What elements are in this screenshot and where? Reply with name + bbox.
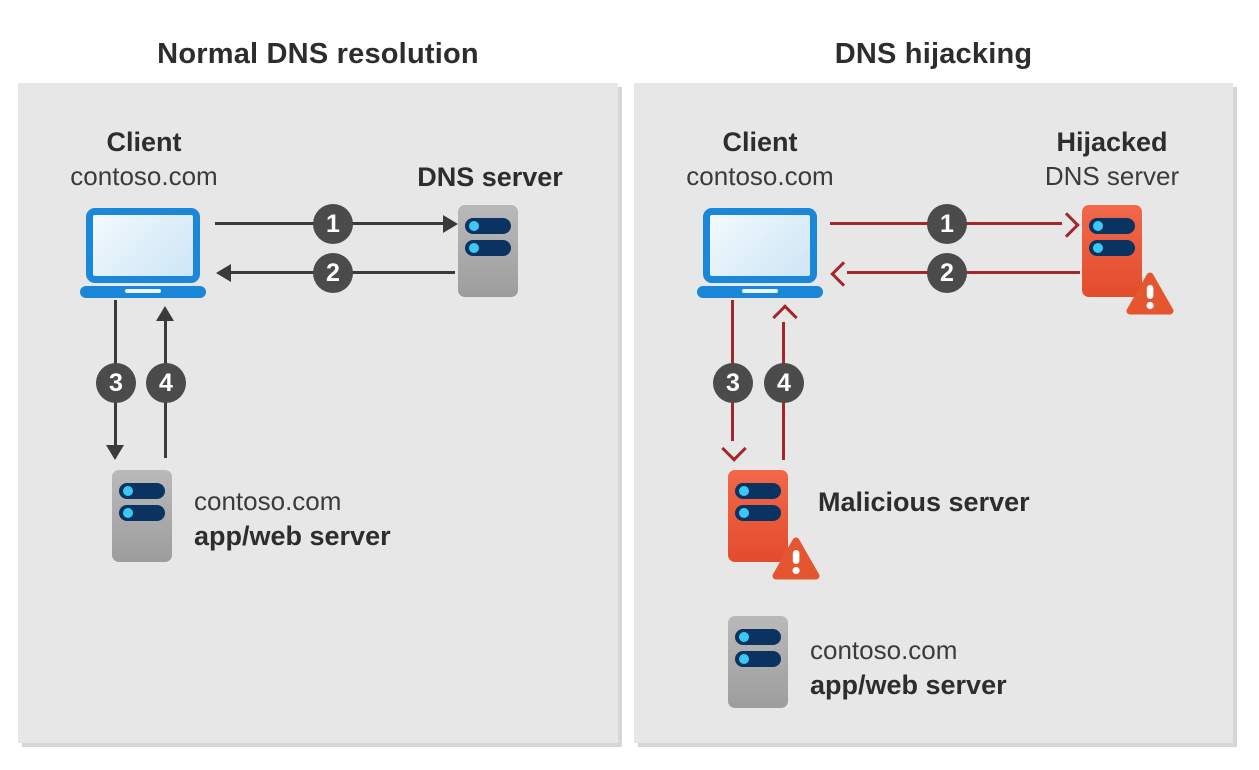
server-drive-bar <box>119 505 165 521</box>
arrow-step4-head-icon <box>156 306 174 321</box>
drive-led <box>469 243 479 253</box>
laptop-screen <box>86 208 200 283</box>
malicious-server-label: Malicious server <box>818 487 1030 517</box>
arrow-step4-head-icon <box>772 304 798 330</box>
warning-icon <box>1126 272 1174 315</box>
normal-dns-title: Normal DNS resolution <box>157 38 479 70</box>
drive-led <box>469 221 479 231</box>
server-drive-bar <box>119 483 165 499</box>
step-badge-1: 1 <box>927 204 967 244</box>
app-web-server-icon <box>112 470 172 562</box>
step-badge-4: 4 <box>146 363 186 403</box>
client-laptop-icon <box>80 208 206 298</box>
arrow-step3-head-icon <box>106 445 124 460</box>
client-name-label: Client <box>722 127 798 157</box>
arrow-step2-head-icon <box>216 264 231 282</box>
drive-led <box>123 508 133 518</box>
laptop-notch <box>742 289 778 293</box>
laptop-screen <box>703 208 817 283</box>
step-badge-4: 4 <box>764 363 804 403</box>
step-badge-1: 1 <box>313 204 353 244</box>
drive-led <box>123 486 133 496</box>
server-drive-bar <box>735 483 781 499</box>
server-drive-bar <box>735 651 781 667</box>
hijacked-dns-server-label: DNS server <box>1044 161 1180 191</box>
arrow-step1-head-icon <box>1054 212 1080 238</box>
app-web-server-icon <box>728 616 788 708</box>
client-name-label: Client <box>106 127 182 157</box>
drive-led <box>739 654 749 664</box>
dns-server-icon <box>458 205 518 297</box>
normal-dns-panel: Client contoso.com DNS server 1 2 3 4 <box>18 83 618 743</box>
server-drive-bar <box>735 629 781 645</box>
drive-led <box>1093 243 1103 253</box>
server-drive-bar <box>1089 218 1135 234</box>
hijacked-label: Hijacked <box>1056 127 1168 157</box>
hijacked-dns-server-icon <box>1082 205 1174 315</box>
drive-led <box>739 508 749 518</box>
dns-server-label: DNS server <box>417 162 563 192</box>
laptop-base <box>697 286 823 298</box>
app-server-label: app/web server <box>194 521 391 551</box>
app-server-domain-label: contoso.com <box>810 635 958 665</box>
laptop-notch <box>125 289 161 293</box>
server-drive-bar <box>465 240 511 256</box>
drive-led <box>1093 221 1103 231</box>
arrow-step2-head-icon <box>830 261 856 287</box>
app-server-label: app/web server <box>810 670 1007 700</box>
step-badge-3: 3 <box>713 363 753 403</box>
arrow-step3-head-icon <box>721 436 747 462</box>
drive-led <box>739 632 749 642</box>
drive-led <box>739 486 749 496</box>
warning-icon <box>772 537 820 580</box>
client-domain-label: contoso.com <box>686 161 834 191</box>
server-drive-bar <box>465 218 511 234</box>
dns-hijacking-panel: Client contoso.com Hijacked DNS server 1… <box>634 83 1233 743</box>
laptop-base <box>80 286 206 298</box>
app-server-domain-label: contoso.com <box>194 486 342 516</box>
server-drive-bar <box>1089 240 1135 256</box>
step-badge-3: 3 <box>96 363 136 403</box>
dns-hijacking-title: DNS hijacking <box>834 38 1033 70</box>
client-laptop-icon <box>697 208 823 298</box>
step-badge-2: 2 <box>313 253 353 293</box>
server-drive-bar <box>735 505 781 521</box>
malicious-server-icon <box>728 470 820 580</box>
client-domain-label: contoso.com <box>70 161 218 191</box>
arrow-step1-head-icon <box>443 215 458 233</box>
step-badge-2: 2 <box>927 253 967 293</box>
